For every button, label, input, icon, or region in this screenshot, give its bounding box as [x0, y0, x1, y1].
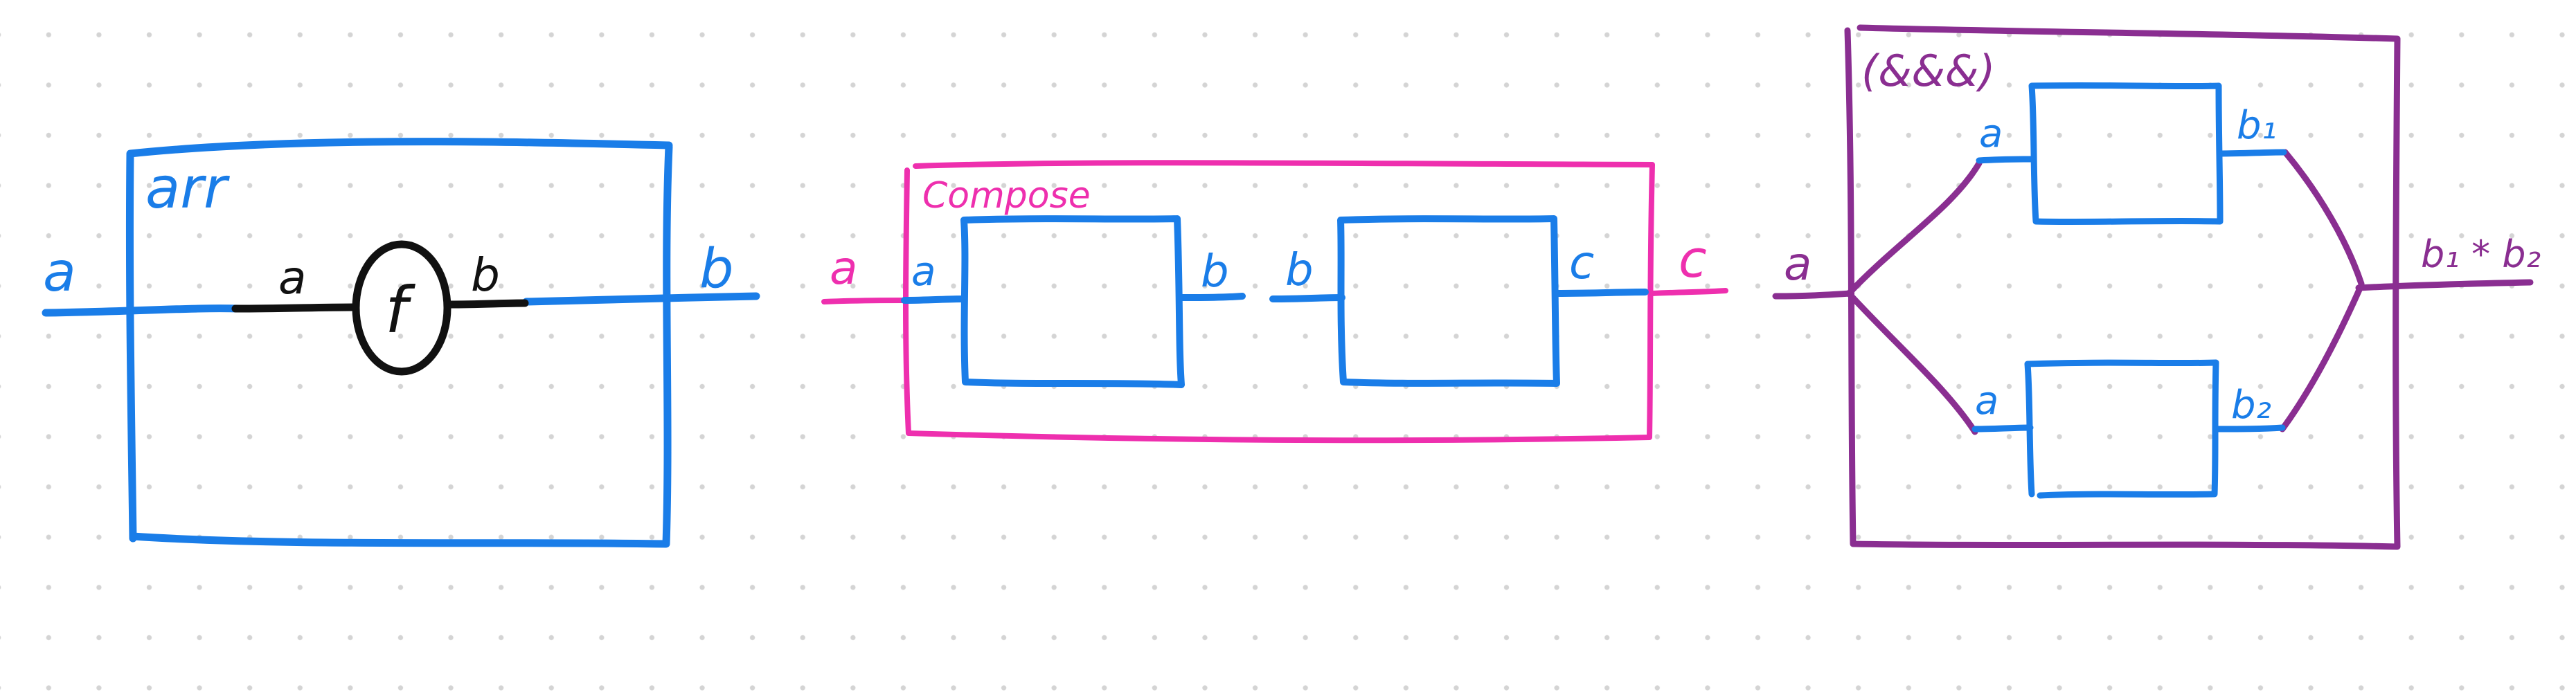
fanout-top-out-label: b₁ — [2237, 103, 2277, 148]
fanout-top-out-wire — [2217, 149, 2287, 157]
fanout-input-wire — [1772, 290, 1854, 300]
compose-box2 — [1337, 215, 1560, 387]
compose-box2-out-label: c — [1569, 236, 1594, 289]
compose-output-outer-label: c — [1679, 230, 1707, 289]
fanout-top-box — [2028, 82, 2224, 226]
arr-inner-input-wire — [231, 303, 359, 313]
compose-title: Compose — [922, 175, 1091, 217]
fanout-diagram: (&&&) a b₁ * b₂ a b₁ a b₂ — [1772, 24, 2541, 550]
arr-box — [125, 138, 673, 548]
compose-box — [903, 160, 1655, 444]
function-label: f — [385, 273, 415, 347]
fanout-input-outer-label: a — [1784, 237, 1812, 291]
compose-box1 — [960, 215, 1185, 388]
arr-output-wire — [522, 292, 760, 306]
fanout-bottom-in-label: a — [1975, 379, 1998, 424]
compose-input-wire — [821, 298, 909, 304]
arr-inner-output-wire — [446, 299, 529, 309]
compose-input-outer-label: a — [830, 242, 857, 295]
fanout-join-top — [2282, 149, 2365, 287]
compose-box2-in-wire — [1269, 294, 1345, 302]
arr-diagram: arr a b a b f — [42, 138, 760, 548]
fanout-bottom-box — [2024, 359, 2219, 499]
fanout-top-in-label: a — [1979, 111, 2003, 156]
fanout-box — [1844, 24, 2401, 550]
fanout-split-top — [1845, 160, 1983, 297]
compose-box1-out-label: b — [1201, 246, 1229, 298]
fanout-title: (&&&) — [1861, 46, 1995, 96]
fanout-bottom-in-wire — [1971, 424, 2034, 432]
fanout-bottom-out-wire — [2212, 424, 2286, 432]
compose-box2-out-wire — [1552, 289, 1649, 297]
arr-output-inner-label: b — [471, 248, 500, 302]
fanout-bottom-out-label: b₂ — [2231, 383, 2271, 428]
arr-input-wire — [42, 304, 244, 317]
compose-box1-out-wire — [1177, 293, 1246, 301]
arr-title: arr — [145, 156, 230, 221]
fanout-output-outer-label: b₁ * b₂ — [2421, 233, 2541, 276]
fanout-top-in-wire — [1976, 156, 2037, 164]
compose-output-wire — [1649, 288, 1728, 296]
arr-input-inner-label: a — [278, 251, 306, 304]
arr-input-outer-label: a — [43, 242, 76, 304]
compose-diagram: Compose a c a b b c — [821, 160, 1728, 444]
compose-box1-in-wire — [901, 295, 967, 304]
fanout-split-bottom — [1845, 290, 1978, 435]
arr-output-outer-label: b — [699, 238, 734, 300]
fanout-join-bottom — [2279, 282, 2365, 432]
compose-box2-in-label: b — [1285, 245, 1314, 296]
compose-box1-in-label: a — [911, 248, 936, 295]
function-node — [352, 240, 451, 376]
fanout-output-wire — [2355, 279, 2534, 291]
